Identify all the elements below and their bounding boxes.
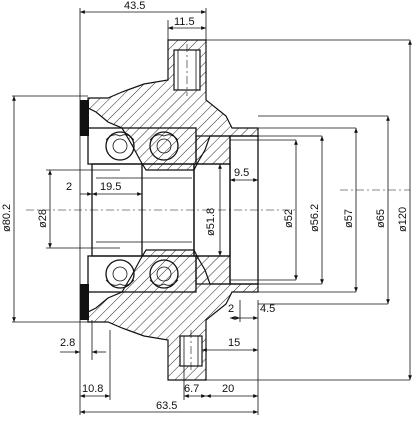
dimension-lines — [12, 10, 412, 414]
dim-d65: ø65 — [375, 209, 387, 228]
bearing-balls — [105, 131, 179, 289]
dim-6-7: 6.7 — [184, 383, 199, 395]
dim-2-lower: 2 — [228, 303, 234, 315]
dim-63-5: 63.5 — [156, 400, 177, 412]
dim-d52: ø52 — [283, 209, 295, 228]
dim-d80-2: ø80.2 — [1, 204, 13, 232]
dimension-labels: 43.5 11.5 ø52 ø56.2 ø57 ø65 ø120 ø80.2 ø… — [1, 0, 409, 412]
stud-upper — [173, 44, 201, 96]
dim-2-8: 2.8 — [60, 337, 75, 349]
dim-11-5: 11.5 — [174, 16, 195, 28]
dim-d51-8: ø51.8 — [205, 208, 217, 236]
dim-d28: ø28 — [37, 209, 49, 228]
dim-10-8: 10.8 — [82, 383, 103, 395]
dim-15: 15 — [228, 337, 240, 349]
stud-lower — [179, 330, 203, 372]
dim-9-5: 9.5 — [234, 167, 249, 179]
dim-2-inner: 2 — [66, 181, 72, 193]
seal-lower — [80, 284, 89, 320]
dim-d56-2: ø56.2 — [309, 204, 321, 232]
seal-upper — [80, 100, 89, 136]
dim-d120: ø120 — [397, 207, 409, 232]
dim-20: 20 — [222, 383, 234, 395]
dim-19-5: 19.5 — [100, 181, 121, 193]
dim-43-5: 43.5 — [124, 0, 145, 12]
dim-d57: ø57 — [343, 209, 355, 228]
dim-4-5: 4.5 — [260, 303, 275, 315]
